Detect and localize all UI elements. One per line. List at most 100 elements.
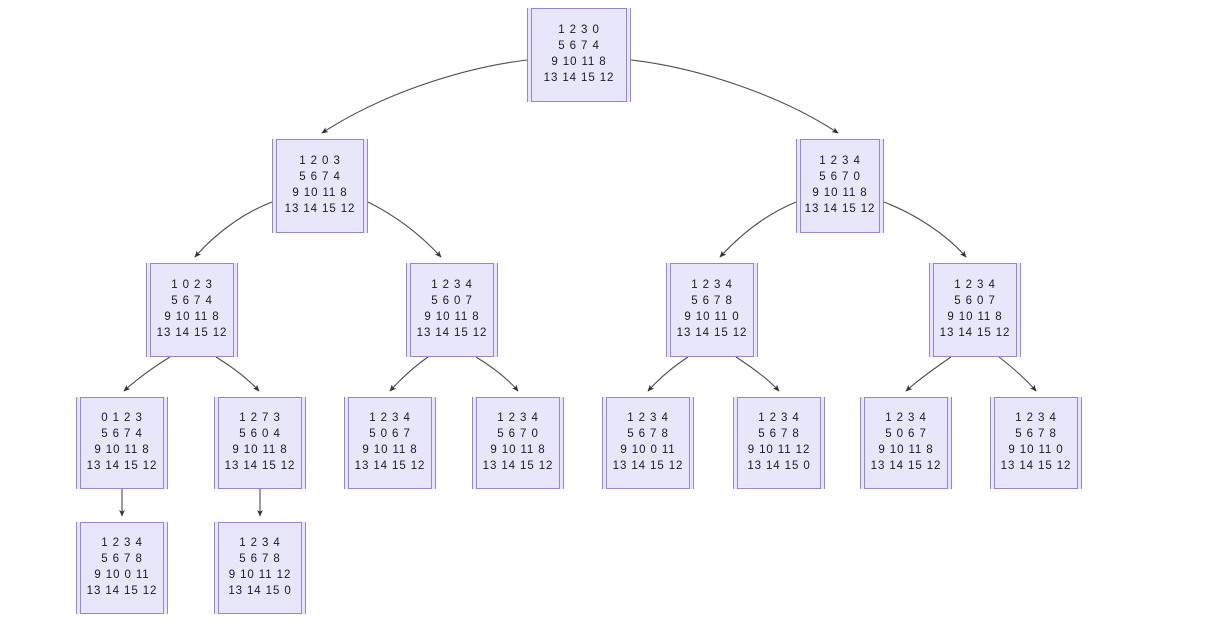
- puzzle-row: 13 14 15 12: [482, 460, 554, 473]
- tree-edge: [883, 201, 967, 258]
- puzzle-row: 1 2 3 4: [431, 279, 473, 292]
- puzzle-row: 9 10 11 8: [424, 311, 480, 324]
- puzzle-row: 5 6 7 4: [558, 40, 600, 53]
- puzzle-row: 13 14 15 12: [804, 203, 876, 216]
- puzzle-row: 1 2 3 0: [558, 24, 600, 37]
- puzzle-row: 9 10 11 8: [362, 444, 418, 457]
- puzzle-row: 5 6 7 8: [627, 428, 669, 441]
- puzzle-row: 0 1 2 3: [101, 412, 143, 425]
- puzzle-state: 0 1 2 3 5 6 7 4 9 10 11 8 13 14 15 12: [87, 411, 158, 475]
- puzzle-row: 9 10 11 8: [94, 444, 150, 457]
- puzzle-state: 1 2 3 4 5 6 7 0 9 10 11 8 13 14 15 12: [483, 411, 554, 475]
- puzzle-row: 5 6 0 7: [431, 295, 473, 308]
- tree-node[interactable]: 1 2 3 4 5 6 7 0 9 10 11 8 13 14 15 12: [471, 396, 565, 490]
- puzzle-row: 1 2 3 4: [101, 537, 143, 550]
- puzzle-row: 13 14 15 12: [416, 327, 488, 340]
- puzzle-row: 5 0 6 7: [369, 428, 411, 441]
- puzzle-row: 5 6 7 4: [101, 428, 143, 441]
- puzzle-row: 9 10 11 8: [164, 311, 220, 324]
- puzzle-row: 5 6 0 4: [239, 428, 281, 441]
- puzzle-row: 9 10 11 8: [490, 444, 546, 457]
- puzzle-row: 9 10 0 11: [620, 444, 676, 457]
- tree-edge: [123, 356, 171, 392]
- tree-edge: [735, 356, 780, 392]
- puzzle-row: 13 14 15 12: [1000, 460, 1072, 473]
- tree-edge: [630, 59, 839, 134]
- tree-edge: [321, 59, 528, 134]
- puzzle-row: 5 0 6 7: [885, 428, 927, 441]
- puzzle-row: 13 14 15 12: [543, 72, 615, 85]
- puzzle-row: 1 2 3 4: [369, 412, 411, 425]
- puzzle-row: 13 14 15 12: [86, 585, 158, 598]
- puzzle-row: 5 6 7 8: [691, 295, 733, 308]
- puzzle-row: 1 2 3 4: [239, 537, 281, 550]
- puzzle-row: 1 2 3 4: [627, 412, 669, 425]
- tree-edge: [367, 201, 442, 258]
- puzzle-row: 9 10 11 8: [292, 187, 348, 200]
- tree-edge: [215, 356, 260, 392]
- puzzle-row: 13 14 15 12: [86, 460, 158, 473]
- puzzle-row: 1 2 3 4: [819, 155, 861, 168]
- puzzle-row: 5 6 0 7: [954, 295, 996, 308]
- tree-edge: [647, 356, 689, 392]
- tree-node[interactable]: 1 2 3 4 5 0 6 7 9 10 11 8 13 14 15 12: [859, 396, 953, 490]
- tree-edge: [998, 356, 1037, 392]
- puzzle-row: 1 2 3 4: [954, 279, 996, 292]
- puzzle-row: 5 6 7 8: [239, 553, 281, 566]
- puzzle-row: 1 2 3 4: [497, 412, 539, 425]
- puzzle-row: 13 14 15 12: [284, 203, 356, 216]
- puzzle-row: 5 6 7 4: [299, 171, 341, 184]
- puzzle-row: 9 10 11 8: [947, 311, 1003, 324]
- puzzle-row: 9 10 11 12: [747, 444, 811, 457]
- puzzle-row: 5 6 7 0: [497, 428, 539, 441]
- puzzle-state: 1 2 3 4 5 6 7 8 9 10 0 11 13 14 15 12: [87, 536, 158, 600]
- tree-node[interactable]: 1 2 3 4 5 6 7 8 9 10 0 11 13 14 15 12: [75, 521, 169, 615]
- tree-edge: [905, 356, 952, 392]
- puzzle-row: 9 10 11 8: [878, 444, 934, 457]
- puzzle-state: 1 2 3 4 5 6 7 8 9 10 11 12 13 14 15 0: [747, 411, 810, 475]
- puzzle-state: 1 2 3 4 5 6 0 7 9 10 11 8 13 14 15 12: [417, 278, 488, 342]
- tree-node[interactable]: 0 1 2 3 5 6 7 4 9 10 11 8 13 14 15 12: [75, 396, 169, 490]
- tree-node[interactable]: 1 2 3 4 5 6 7 8 9 10 11 12 13 14 15 0: [732, 396, 826, 490]
- puzzle-row: 1 2 3 4: [885, 412, 927, 425]
- puzzle-row: 1 2 3 4: [691, 279, 733, 292]
- puzzle-row: 13 14 15 12: [224, 460, 296, 473]
- puzzle-row: 5 6 7 8: [101, 553, 143, 566]
- puzzle-row: 9 10 0 11: [94, 569, 150, 582]
- puzzle-state: 1 2 3 4 5 0 6 7 9 10 11 8 13 14 15 12: [871, 411, 942, 475]
- tree-node[interactable]: 1 2 3 0 5 6 7 4 9 10 11 8 13 14 15 12: [526, 7, 632, 103]
- puzzle-row: 9 10 11 0: [684, 311, 740, 324]
- tree-edge: [719, 201, 797, 258]
- tree-node[interactable]: 1 2 3 4 5 6 0 7 9 10 11 8 13 14 15 12: [405, 262, 499, 358]
- tree-edge: [194, 201, 273, 258]
- puzzle-row: 13 14 15 12: [870, 460, 942, 473]
- puzzle-row: 5 6 7 4: [171, 295, 213, 308]
- puzzle-row: 9 10 11 0: [1008, 444, 1064, 457]
- puzzle-row: 1 2 3 4: [1015, 412, 1057, 425]
- puzzle-row: 1 2 3 4: [758, 412, 800, 425]
- puzzle-row: 9 10 11 8: [551, 56, 607, 69]
- puzzle-row: 13 14 15 0: [747, 460, 811, 473]
- puzzle-row: 5 6 7 8: [758, 428, 800, 441]
- puzzle-row: 9 10 11 8: [232, 444, 288, 457]
- puzzle-row: 9 10 11 8: [812, 187, 868, 200]
